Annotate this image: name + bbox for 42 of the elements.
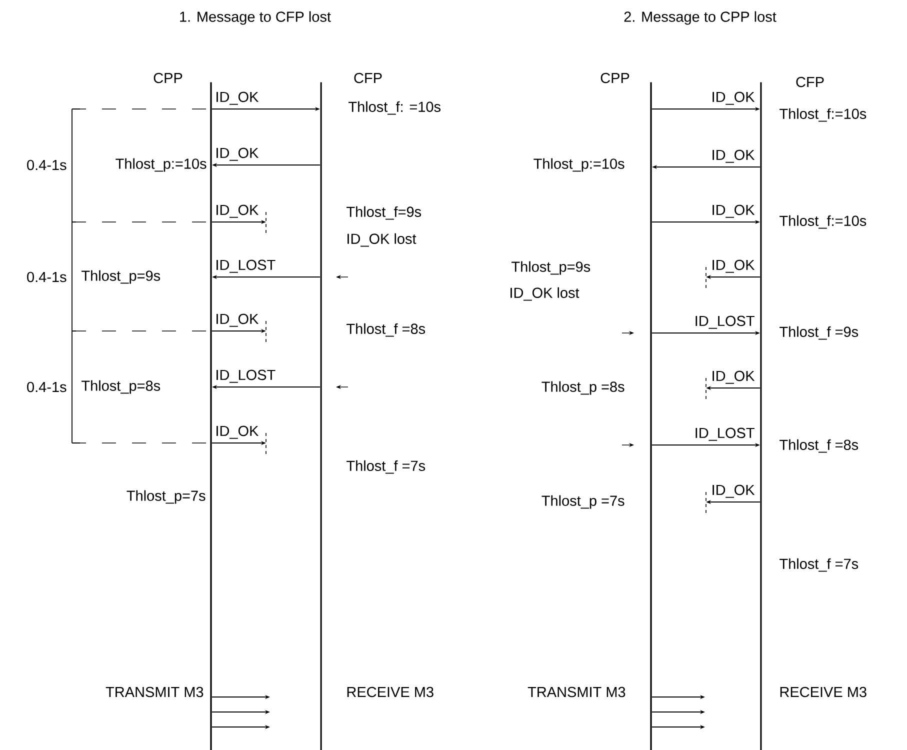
edge-label: ID_OK [216, 426, 259, 439]
text-label: Thlost_f =7s [780, 558, 858, 572]
text-label: RECEIVE M3 [347, 686, 434, 698]
text-label: Thlost_f:=10s [780, 215, 866, 229]
edge-label: ID_OK [712, 204, 755, 218]
text-label: 0.4-1s [27, 272, 66, 282]
edge-label: ID_LOST [216, 260, 276, 273]
text-label: Thlost_f =7s [346, 460, 426, 474]
edge-label: ID_OK [712, 260, 755, 273]
edge-label: ID_OK [216, 92, 259, 105]
text-label: Thlost_p=8s [82, 380, 160, 394]
node-label: CPP [154, 72, 182, 84]
edge-label: ID_OK [216, 204, 259, 218]
text-label: 0.4-1s [27, 382, 66, 392]
node-label: CFP [796, 76, 824, 88]
edge-label: ID_LOST [696, 316, 754, 329]
node-label: CFP [354, 72, 382, 84]
text-label: 0.4-1s [27, 160, 66, 170]
text-label: Thlost_f =9s [780, 326, 858, 340]
text-label: Thlost_f=9s [346, 206, 422, 220]
node-label: CPP [600, 72, 630, 84]
edge-label: ID_OK [216, 314, 259, 327]
text-label: Thlost_p=9s [82, 270, 160, 284]
edge-label: ID_OK [216, 148, 259, 161]
text-label: RECEIVE M3 [780, 686, 866, 698]
text-label: 2. Message to CPP lost [624, 11, 776, 25]
edge-label: ID_LOST [696, 428, 754, 441]
text-label: 1. Message to CFP lost [180, 11, 331, 25]
text-label: TRANSMIT M3 [106, 686, 204, 698]
text-label: ID_OK lost [348, 233, 416, 247]
edge-label: ID_OK [712, 484, 755, 498]
text-label: Thlost_f =8s [346, 323, 426, 337]
text-label: TRANSMIT M3 [528, 686, 626, 698]
text-label: Thlost_p =8s [542, 381, 624, 395]
edge-label: ID_LOST [216, 370, 276, 383]
edge-label: ID_OK [712, 150, 755, 163]
text-label: Thlost_f =8s [780, 439, 858, 453]
edge-label: ID_OK [712, 92, 755, 105]
edge-label: ID_OK [712, 370, 755, 384]
text-label: Thlost_p =7s [542, 495, 624, 509]
text-label: Thlost_p=9s [512, 261, 590, 275]
text-label: ID_OK lost [510, 287, 580, 301]
